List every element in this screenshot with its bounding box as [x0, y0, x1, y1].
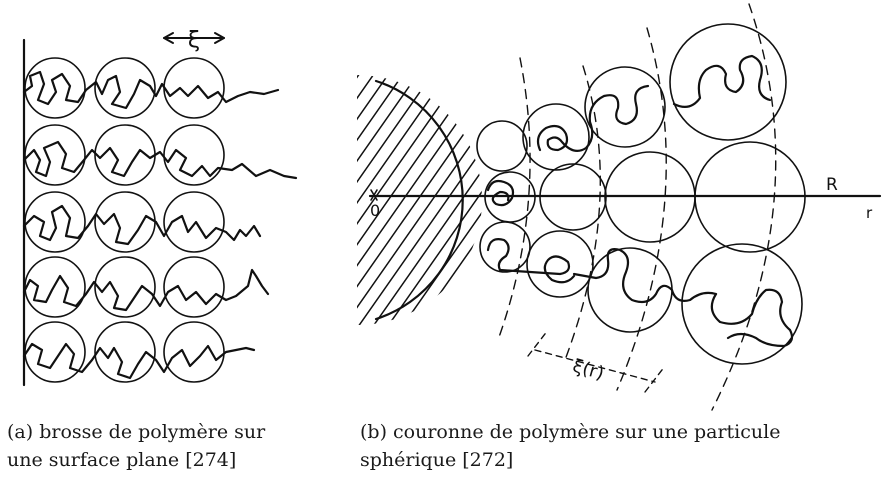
chain	[24, 344, 254, 378]
blob	[164, 322, 224, 382]
chain	[24, 270, 268, 310]
caption-b-line1: (b) couronne de polymère sur une particu…	[360, 418, 884, 446]
blob	[477, 121, 527, 171]
caption-b: (b) couronne de polymère sur une particu…	[360, 418, 884, 474]
blob	[25, 257, 85, 317]
panel-b-polymer-corona: 0 R r	[357, 4, 880, 410]
blob	[95, 257, 155, 317]
chain	[712, 290, 792, 346]
origin-label: 0	[370, 201, 380, 220]
caption-a-line2: une surface plane [274]	[7, 446, 307, 474]
blob	[164, 58, 224, 118]
chain	[574, 249, 716, 302]
shell-boundary	[565, 66, 600, 360]
r-label: r	[866, 204, 873, 222]
chain	[538, 86, 648, 151]
corona-chains	[488, 56, 792, 346]
caption-a: (a) brosse de polymère sur une surface p…	[7, 418, 307, 474]
chain	[488, 181, 513, 205]
blob	[164, 257, 224, 317]
dashed-shell-boundaries	[498, 4, 776, 410]
blob	[527, 231, 593, 297]
xi-label: ξ	[188, 28, 200, 53]
chain	[674, 56, 770, 107]
panel-a-polymer-brush: ξ	[24, 28, 296, 385]
shell-boundary	[712, 4, 776, 410]
chain	[24, 142, 296, 178]
caption-a-line1: (a) brosse de polymère sur	[7, 418, 307, 446]
polymer-chains	[24, 72, 296, 378]
xi-r-label: ξ(r)	[570, 356, 606, 385]
blob	[25, 322, 85, 382]
shell-boundary	[617, 28, 666, 390]
R-label: R	[826, 175, 838, 195]
shell-boundary	[498, 58, 530, 340]
blob	[585, 67, 665, 147]
caption-b-line2: sphérique [272]	[360, 446, 884, 474]
blob	[25, 125, 85, 185]
chain	[488, 239, 574, 282]
corona-blobs	[477, 24, 805, 364]
